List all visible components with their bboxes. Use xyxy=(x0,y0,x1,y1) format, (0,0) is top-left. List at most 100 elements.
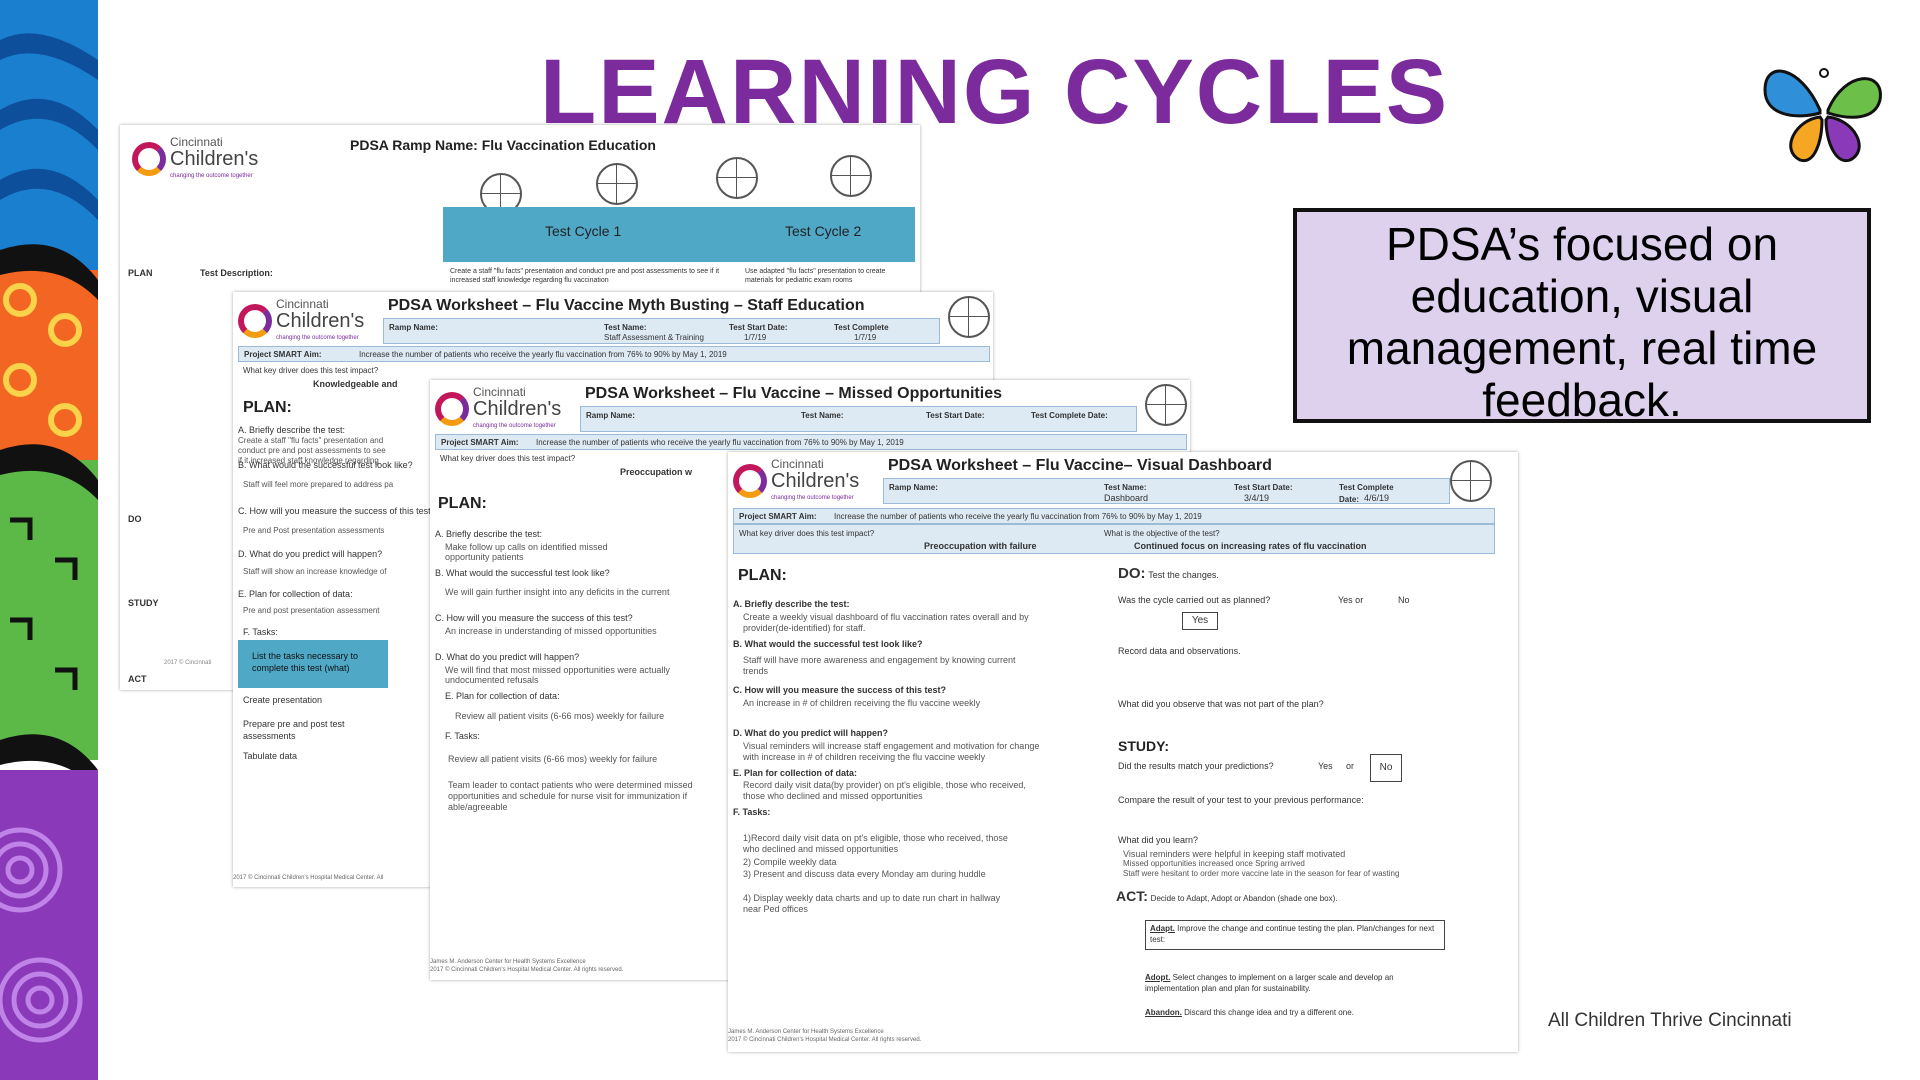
study-or: or xyxy=(1346,761,1355,771)
learn-question: What did you learn? xyxy=(1118,835,1199,845)
pdsa-worksheet-visual-dashboard: Cincinnati Children's changing the outco… xyxy=(728,452,1518,1052)
task-text: Team leader to contact patients who were… xyxy=(448,780,693,812)
study-no-box: No xyxy=(1370,754,1402,782)
act-text: Decide to Adapt, Adopt or Abandon (shade… xyxy=(1150,894,1338,903)
record-data-label: Record data and observations. xyxy=(1118,646,1241,656)
logo-tagline: changing the outcome together xyxy=(473,423,556,429)
logo-mark-icon xyxy=(733,464,767,498)
aim-text: Increase the number of patients who rece… xyxy=(536,438,904,447)
worksheet-header-row: Ramp Name: Test Name: Dashboard Test Sta… xyxy=(883,478,1450,504)
question-e: E. Plan for collection of data: xyxy=(733,768,858,778)
plan-heading: PLAN: xyxy=(243,399,292,416)
logo-line2: Children's xyxy=(473,398,562,420)
do-text: Test the changes. xyxy=(1148,570,1219,580)
act-label: ACT: xyxy=(1116,888,1148,904)
do-label: DO: xyxy=(1118,565,1146,582)
adapt-text: Improve the change and continue testing … xyxy=(1150,924,1435,944)
smart-aim-row: Project SMART Aim: Increase the number o… xyxy=(238,346,990,362)
ramp-name-label: Ramp Name: xyxy=(586,411,635,420)
anderson-center-credit: James M. Anderson Center for Health Syst… xyxy=(728,1029,884,1035)
task-text: Review all patient visits (6-66 mos) wee… xyxy=(448,754,658,764)
question-d: D. What do you predict will happen? xyxy=(733,728,888,738)
pdsa-cycle-icon xyxy=(716,157,758,199)
adopt-row: Adopt. Select changes to implement on a … xyxy=(1145,972,1445,994)
worksheet-header-row: Ramp Name: Test Name: Test Start Date: T… xyxy=(580,406,1137,432)
question-f: F. Tasks: xyxy=(243,627,278,637)
answer-d: Visual reminders will increase staff eng… xyxy=(743,741,1040,762)
logo-mark-icon xyxy=(238,304,272,338)
logo-line2: Children's xyxy=(170,148,259,170)
task-item: 2) Compile weekly data xyxy=(743,857,837,867)
study-yes: Yes xyxy=(1318,761,1333,771)
answer-b: We will gain further insight into any de… xyxy=(445,587,670,597)
ramp-name-label: Ramp Name: xyxy=(889,483,938,492)
complete-date-label: Test Complete xyxy=(834,323,889,332)
test-name-label: Test Name: xyxy=(604,323,647,332)
answer-a: Create a weekly visual dashboard of flu … xyxy=(743,612,1029,633)
row-label-act: ACT xyxy=(128,674,147,684)
do-heading: DO: Test the changes. xyxy=(1118,565,1219,582)
answer-d: Staff will show an increase knowledge of xyxy=(243,567,387,576)
do-question: Was the cycle carried out as planned? xyxy=(1118,595,1271,605)
start-date-value: 3/4/19 xyxy=(1244,493,1270,503)
worksheet-title: PDSA Worksheet – Flu Vaccine Myth Bustin… xyxy=(388,297,865,314)
row-label-study: STUDY xyxy=(128,598,159,608)
pdsa-cycle-icon xyxy=(596,163,638,205)
do-yes-box: Yes xyxy=(1182,612,1218,630)
task-item: 3) Present and discuss data every Monday… xyxy=(743,869,986,879)
answer-e: Pre and post presentation assessment xyxy=(243,606,380,615)
answer-e: Review all patient visits (6-66 mos) wee… xyxy=(455,711,665,721)
cycle-2-description: Use adapted "flu facts" presentation to … xyxy=(745,268,886,284)
adopt-label: Adopt. xyxy=(1145,973,1171,982)
tasks-header-text: List the tasks necessary to complete thi… xyxy=(252,651,359,673)
worksheet-title: PDSA Worksheet – Flu Vaccine– Visual Das… xyxy=(888,457,1272,474)
butterfly-logo-icon xyxy=(1760,55,1890,170)
start-date-label: Test Start Date: xyxy=(1234,483,1293,492)
complete-date-value: 1/7/19 xyxy=(854,333,877,342)
ramp-name-label: Ramp Name: xyxy=(389,323,438,332)
answer-a: Make follow up calls on identified misse… xyxy=(445,542,608,562)
aim-text: Increase the number of patients who rece… xyxy=(834,512,1202,521)
anderson-center-credit: James M. Anderson Center for Health Syst… xyxy=(430,959,586,965)
plan-heading: PLAN: xyxy=(738,567,787,584)
test-name-value: Staff Assessment & Training xyxy=(604,333,704,342)
answer-c: Pre and Post presentation assessments xyxy=(243,526,385,535)
question-a: A. Briefly describe the test: xyxy=(733,599,850,609)
cincinnati-childrens-logo: Cincinnati Children's changing the outco… xyxy=(435,385,561,433)
do-no: No xyxy=(1398,595,1410,605)
learn-item: Missed opportunities increased once Spri… xyxy=(1123,859,1305,868)
answer-e: Record daily visit data(by provider) on … xyxy=(743,780,1026,801)
task-item: 4) Display weekly data charts and up to … xyxy=(743,893,1001,914)
logo-line1: Cincinnati xyxy=(771,457,824,471)
question-d: D. What do you predict will happen? xyxy=(238,549,383,559)
adapt-label: Adapt. xyxy=(1150,924,1175,933)
row-label-do: DO xyxy=(128,514,142,524)
task-row: Prepare pre and post test assessments xyxy=(243,719,345,741)
worksheet-copyright: 2017 © Cincinnati Children's Hospital Me… xyxy=(728,1037,922,1043)
driver-answer: Knowledgeable and xyxy=(313,379,398,389)
pdsa-cycle-icon xyxy=(1450,460,1492,502)
cycle-1-description: Create a staff "flu facts" presentation … xyxy=(450,268,720,284)
abandon-row: Abandon. Discard this change idea and tr… xyxy=(1145,1007,1465,1018)
question-c: C. How will you measure the success of t… xyxy=(238,506,436,516)
question-c: C. How will you measure the success of t… xyxy=(733,685,947,695)
cycle-2-label: Test Cycle 2 xyxy=(785,223,862,239)
question-b: B. What would the successful test look l… xyxy=(238,460,413,470)
study-heading: STUDY: xyxy=(1118,738,1170,754)
footer-text: All Children Thrive Cincinnati xyxy=(1548,1010,1792,1031)
row-label-plan: PLAN xyxy=(128,268,153,278)
start-date-value: 1/7/19 xyxy=(744,333,767,342)
smart-aim-row: Project SMART Aim: Increase the number o… xyxy=(733,508,1495,524)
worksheet-header-row: Ramp Name: Test Name: Staff Assessment &… xyxy=(383,318,940,344)
worksheet-copyright: 2017 © Cincinnati Children's Hospital Me… xyxy=(430,967,624,973)
complete-date-value: 4/6/19 xyxy=(1364,493,1390,503)
compare-label: Compare the result of your test to your … xyxy=(1118,795,1364,805)
driver-answer: Preoccupation with failure xyxy=(924,541,1037,551)
worksheet-copyright: 2017 © Cincinnati Children's Hospital Me… xyxy=(233,875,384,881)
adopt-text: Select changes to implement on a larger … xyxy=(1145,973,1394,993)
learn-item: Visual reminders were helpful in keeping… xyxy=(1123,849,1346,859)
question-e: E. Plan for collection of data: xyxy=(238,589,353,599)
start-date-label: Test Start Date: xyxy=(729,323,788,332)
abandon-text: Discard this change idea and try a diffe… xyxy=(1184,1008,1354,1017)
test-name-label: Test Name: xyxy=(1104,483,1147,492)
